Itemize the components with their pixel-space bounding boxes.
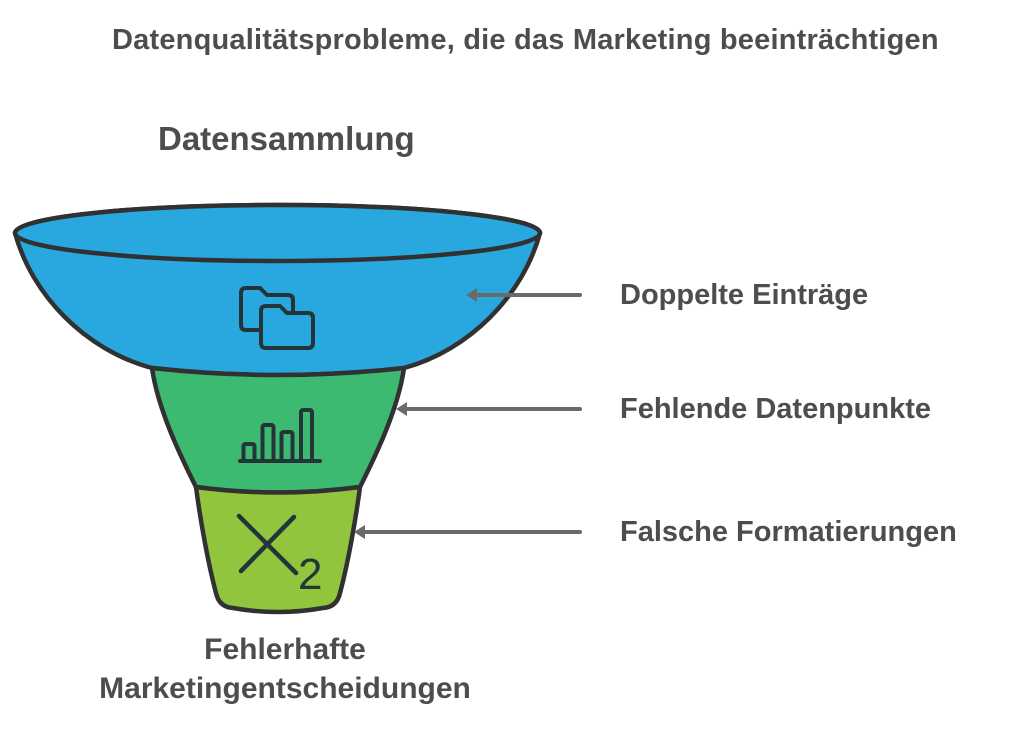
arrowhead-left-icon xyxy=(354,525,365,539)
outcome-line-2: Marketingentscheidungen xyxy=(99,672,471,705)
connector-line xyxy=(475,293,582,297)
funnel-stage-missing-data xyxy=(149,365,407,495)
funnel-rim xyxy=(12,202,543,264)
connector-missing-data xyxy=(396,402,582,416)
funnel-top-label: Datensammlung xyxy=(158,120,415,157)
connector-line xyxy=(405,407,582,411)
label-duplicate-entries: Doppelte Einträge xyxy=(620,279,869,311)
arrowhead-left-icon xyxy=(396,402,407,416)
funnel-diagram: 2 xyxy=(12,202,543,615)
label-missing-datapoints: Fehlende Datenpunkte xyxy=(620,393,931,425)
connector-duplicates xyxy=(466,288,582,302)
label-wrong-formatting: Falsche Formatierungen xyxy=(620,516,957,548)
funnel-bottom-shape xyxy=(193,484,363,615)
page-title: Datenqualitätsprobleme, die das Marketin… xyxy=(112,24,939,56)
funnel-outcome-label: Fehlerhafte Marketingentscheidungen xyxy=(85,630,485,708)
funnel-stage-formatting: 2 xyxy=(193,484,363,615)
funnel-middle-shape xyxy=(149,365,407,495)
connector-line xyxy=(363,530,582,534)
outcome-line-1: Fehlerhafte xyxy=(204,633,366,666)
arrowhead-left-icon xyxy=(466,288,477,302)
connector-formatting xyxy=(354,525,582,539)
x2-variable-icon: 2 xyxy=(236,513,322,599)
funnel-stage-duplicates xyxy=(12,202,543,378)
x2-subscript: 2 xyxy=(298,550,322,599)
bar-chart-icon xyxy=(238,408,322,463)
